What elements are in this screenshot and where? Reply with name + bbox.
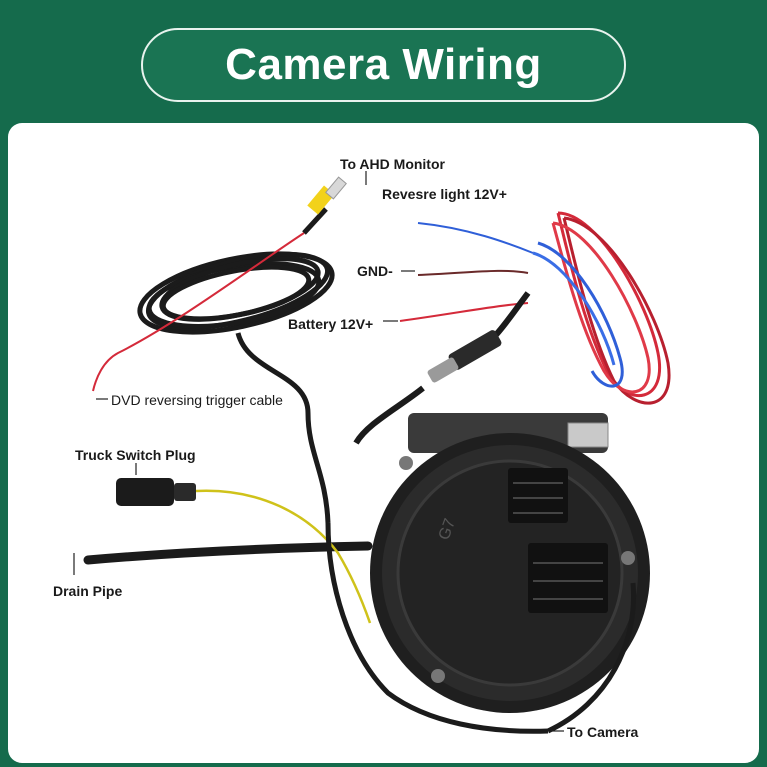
to-ahd-monitor-label: To AHD Monitor — [340, 156, 445, 172]
connector-to-camera-cable — [353, 385, 425, 445]
camera-model-mark: G7 — [436, 516, 459, 542]
product-photo-panel: G7 To AHD Monitor Revesre light 12V+ GND… — [8, 123, 759, 763]
main-cable-to-camera — [235, 332, 331, 524]
camera-tail-cable-right — [546, 582, 637, 734]
title-pill: Camera Wiring — [141, 28, 626, 102]
camera-flip-unit: G7 — [370, 413, 650, 713]
gnd-wire — [417, 269, 529, 276]
truck-switch-yellow-wire — [195, 489, 372, 624]
gnd-label: GND- — [357, 263, 393, 279]
to-camera-label: To Camera — [567, 724, 639, 740]
truck-switch-plug — [116, 478, 196, 506]
dvd-trigger-red-wire — [92, 232, 305, 392]
yellow-rca-connector — [307, 176, 347, 215]
camera-wiring-illustration: G7 — [73, 171, 671, 734]
dvd-trigger-label: DVD reversing trigger cable — [111, 392, 283, 408]
reverse-light-label: Revesre light 12V+ — [382, 186, 507, 202]
coiled-video-cable — [137, 251, 335, 335]
camera-tail-cable — [325, 522, 549, 734]
aviation-connector — [427, 330, 502, 383]
label-leader-lines — [73, 171, 564, 732]
rca-cable — [302, 207, 328, 235]
page-title: Camera Wiring — [225, 40, 542, 89]
harness-cable — [490, 291, 531, 341]
battery-label: Battery 12V+ — [288, 316, 374, 332]
power-harness-coil — [532, 211, 671, 405]
drain-pipe-label: Drain Pipe — [53, 583, 123, 599]
reverse-light-blue-wire — [417, 222, 534, 254]
truck-switch-plug-label: Truck Switch Plug — [75, 447, 196, 463]
drain-pipe — [83, 541, 373, 565]
